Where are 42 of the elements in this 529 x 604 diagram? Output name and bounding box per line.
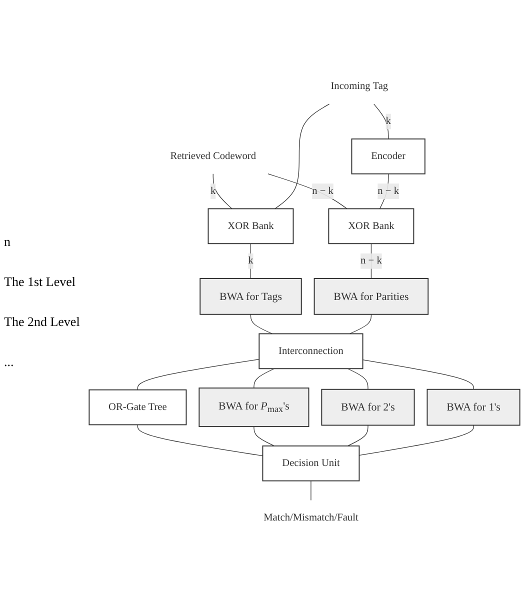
edge-label: k (210, 185, 216, 196)
edge-label: n − k (312, 185, 334, 196)
node-box: BWA for 1's (426, 388, 520, 426)
connector (370, 243, 372, 279)
note-text: The 1st Level (4, 274, 76, 290)
connector (268, 173, 348, 209)
connector (254, 426, 275, 446)
connector (358, 424, 474, 456)
node-box: BWA for P$_{max}$'s (198, 387, 310, 427)
note-text: ... (4, 354, 15, 370)
node-box: Encoder (351, 138, 426, 174)
connector (374, 104, 389, 140)
connector (349, 314, 372, 334)
node-text: Retrieved Codeword (170, 150, 256, 162)
note-text: The 2nd Level (4, 314, 81, 330)
edge-label: k (248, 255, 254, 266)
node-box: BWA for Parities (314, 278, 429, 315)
connector (274, 104, 330, 209)
node-text: Match/Mismatch/Fault (264, 512, 358, 523)
node-box: XOR Bank (208, 208, 294, 244)
node-box: XOR Bank (328, 208, 414, 244)
connector (347, 368, 368, 390)
connector (137, 358, 260, 390)
edge-label: k (386, 116, 391, 127)
connector (212, 173, 232, 209)
node-text: Incoming Tag (330, 80, 388, 92)
node-box: Decision Unit (262, 445, 360, 482)
node-box: Interconnection (258, 333, 364, 369)
node-box: OR-Gate Tree (88, 389, 187, 426)
edge-label: n − k (378, 185, 399, 196)
connector (254, 368, 275, 388)
edge-label: n − k (360, 255, 382, 266)
connector (310, 480, 312, 500)
connector (250, 314, 273, 334)
connector (379, 173, 389, 209)
note-text: n (4, 234, 12, 250)
connector (250, 243, 252, 279)
connector (347, 424, 368, 446)
node-box: BWA for Tags (200, 278, 302, 315)
connector (137, 424, 264, 456)
connector (362, 359, 474, 390)
node-box: BWA for 2's (321, 388, 415, 426)
